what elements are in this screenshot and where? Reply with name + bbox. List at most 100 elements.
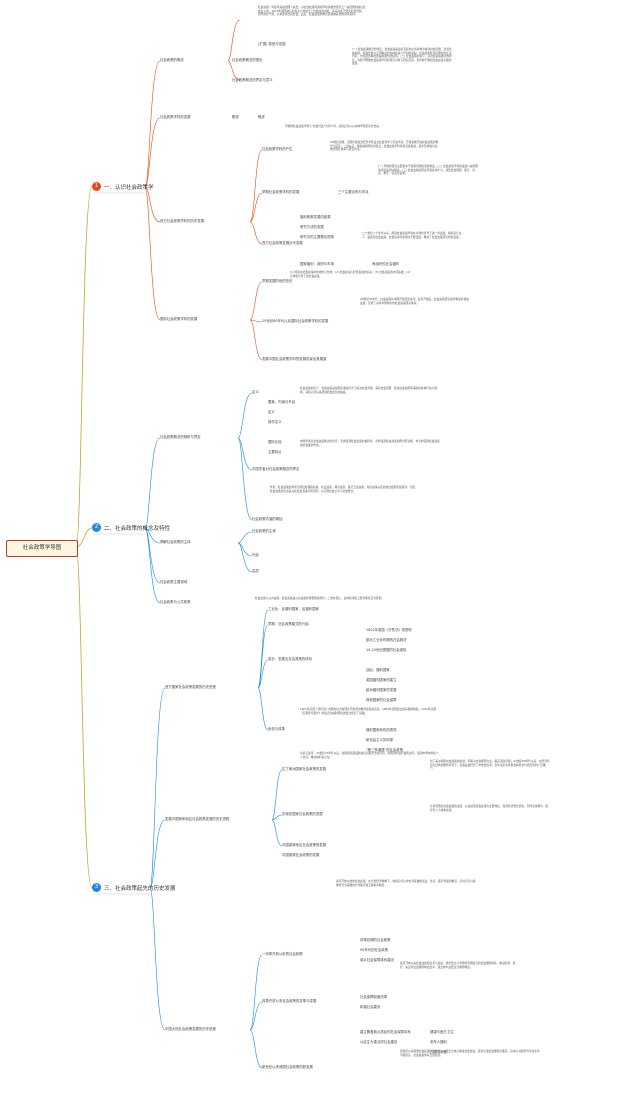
text-s23: 新自由主义的改革 bbox=[366, 738, 394, 742]
root-node[interactable]: 社会政策学导图 bbox=[6, 540, 78, 557]
text-p10: 外延：社会政策的外延包括社会保障政策、就业政策、教育政策、医疗卫生政策、住房政策… bbox=[270, 485, 418, 493]
text-p6: (1) 国家在社会政策中的地位与作用；(2) 社会政策与经济发展的关系；(3) … bbox=[290, 270, 410, 278]
leaf-1-4-3[interactable]: 发展中国社会政策学科的发展前景及其展望 bbox=[262, 357, 327, 361]
text-s32: 以民生为重点的社会建设 bbox=[360, 1040, 398, 1044]
text-s29: 社会保障制度改革 bbox=[360, 995, 388, 999]
text-s33: 健康与医疗卫生 bbox=[430, 1030, 454, 1034]
text-s31: 建立覆盖城乡居民的社会保障体系 bbox=[360, 1030, 411, 1034]
section-2[interactable]: 2 二、社会政策的概念及特性 bbox=[92, 523, 170, 532]
section-3[interactable]: 3 三、社会政策起先的历史发展 bbox=[92, 883, 176, 892]
text-s18: 战后：福利国家 bbox=[366, 668, 390, 672]
text-p12: 1601年英国《济贫法》的颁布标志着国家开始承担救济贫民的责任；1883年德国建… bbox=[300, 707, 437, 715]
text-p15: 东南亚国家社会政策的发展：以发展型社会政策为主要特征，强调经济增长优先，同时注重… bbox=[430, 804, 549, 812]
leaf-3-3-1[interactable]: 一改革开放以前的社会政策 bbox=[262, 952, 303, 956]
text-p3: 20世纪初期，英国伦敦政治经济学院设立社会科学与行政学系，开始系统开展社会政策的… bbox=[330, 140, 439, 152]
text-s9: 有组织的社会福利 bbox=[372, 262, 400, 266]
branch-1-2[interactable]: 社会政策学科的发展 bbox=[160, 115, 191, 119]
leaf-3-2-2[interactable]: 东南亚国家社会政策的发展 bbox=[282, 812, 323, 816]
text-s16: 欧洲工业化时期的社会救济 bbox=[366, 638, 407, 642]
leaf-1-4-1[interactable]: 早期发展阶段的历史 bbox=[262, 279, 293, 283]
text-s22: 福利国家危机的表现 bbox=[366, 728, 397, 732]
text-s21: 其他国家的社会保障 bbox=[366, 698, 397, 702]
section-2-number-badge: 2 bbox=[92, 523, 101, 532]
text-p7: 20世纪30年代，社会政策在中国开始受到关注；改革开放后，社会政策研究逐步恢复并… bbox=[360, 297, 469, 305]
branch-2-3[interactable]: 社会政策主要领域 bbox=[160, 580, 188, 584]
section-2-title: 二、社会政策的概念及特性 bbox=[104, 525, 171, 532]
leaf-1-2-1[interactable]: 概述 bbox=[232, 115, 239, 119]
text-p2: (一) 社会政策概念的界定：社会政策是政府及其他公共机构为解决社会问题、改善社会… bbox=[352, 47, 452, 66]
leaf-3-2-1[interactable]: 拉丁美洲国家社会政策的发展 bbox=[282, 767, 327, 771]
branch-2-2[interactable]: 揭解社会政策的主体 bbox=[160, 540, 191, 544]
text-s3: 早期的社会政策学科与"社会行政"为同义词，其特点可以从两种学科研究方式来。 bbox=[285, 124, 382, 128]
text-p13: 危机与改革：20世纪70年代以后，福利国家面临财政危机和合法性危机，各国纷纷进行… bbox=[300, 751, 439, 759]
text-s26: 改革初期的社会政策 bbox=[360, 938, 391, 942]
section-3-title: 三、社会政策起先的历史发展 bbox=[104, 885, 176, 892]
section-3-number-badge: 3 bbox=[92, 883, 101, 892]
link-root-s1 bbox=[75, 186, 93, 548]
leaf-2-2-3[interactable]: 实质 bbox=[252, 569, 259, 573]
text-p9: 中国学者对社会政策概念的界定：有的强调社会政策的福利性，有的强调社会政策的再分配… bbox=[300, 439, 440, 447]
text-s34: 老年人福利 bbox=[430, 1040, 447, 1044]
text-p16: 改革开放以前的社会政策：在计划经济体制下，城镇实行以单位为基础的就业、住房、医疗… bbox=[336, 879, 476, 887]
leaf-2-1-1[interactable]: 定义 bbox=[252, 390, 259, 394]
leaf-3-1-2[interactable]: 早期：社会政策模式的兴起 bbox=[268, 622, 309, 626]
branch-2-1[interactable]: 社会政策概念的辨析与界定 bbox=[160, 435, 201, 439]
leaf-2-1-3[interactable]: 社会政策内涵的概括 bbox=[252, 517, 283, 521]
branch-1-1[interactable]: 社会政策的概念 bbox=[160, 58, 184, 62]
leaf-3-3-3[interactable]: 新世纪以来我国社会政策的新发展 bbox=[262, 1065, 313, 1069]
section-1[interactable]: 1 一、认识社会政策学 bbox=[92, 182, 154, 191]
text-s27: 90年代的社会政策 bbox=[360, 948, 389, 952]
text-p1: 社会政策一词最早是由德国人提出。对社会政策问题较早和系统的研究之一是德国的讲坛社… bbox=[258, 5, 366, 17]
leaf-3-1-1[interactable]: 工业化：反福利国家、反福利国家 bbox=[268, 607, 319, 611]
leaf-1-4-2[interactable]: 20世纪80年代以后国际社会政策学科的发展 bbox=[262, 319, 329, 323]
branch-3-3[interactable]: 中国大陆社会政策发展的历史进程 bbox=[165, 1027, 216, 1031]
text-s15: 1601年英国《济贫法》的颁布 bbox=[366, 628, 412, 632]
text-s12: 操作定义 bbox=[268, 420, 282, 424]
text-s6: 研究方法的发展 bbox=[300, 225, 324, 229]
text-p5: 二十世纪八十年代以后，国际社会政策学科在全球化背景下进一步发展，福利多元主义、发… bbox=[362, 231, 462, 239]
text-s5: 福利政策发展的起源 bbox=[300, 215, 331, 219]
leaf-1-1-2[interactable]: 社会政策概念的界定与意义 bbox=[232, 78, 273, 82]
text-s11: 定义 bbox=[268, 410, 275, 414]
leaf-1-3-3[interactable]: 西方社会政策发展近代发展 bbox=[262, 241, 303, 245]
text-p14: 拉丁美洲国家社会政策的发展：早期以社会保险为主，覆盖范围有限；20世纪80年代以… bbox=[430, 759, 550, 771]
leaf-3-2-3[interactable]: 中国香港地区社会政策的发展 bbox=[282, 843, 327, 847]
text-s17: 19-20世纪德国的社会保险 bbox=[366, 648, 407, 652]
text-s30: 和谐社会建设 bbox=[360, 1005, 381, 1009]
link-root-s3 bbox=[75, 546, 93, 889]
text-s4: 三个主要派别与学派 bbox=[338, 190, 369, 194]
leaf-3-3-2[interactable]: 改革开放以来社会政策的变革与发展 bbox=[262, 999, 317, 1003]
branch-1-3[interactable]: 西方社会政策学科的历史发展 bbox=[160, 219, 205, 223]
section-1-title: 一、认识社会政策学 bbox=[104, 184, 154, 191]
leaf-1-1-1[interactable]: 社会政策概念的提出 bbox=[232, 58, 263, 62]
text-s8: 国家福利：政府与市场 bbox=[300, 262, 334, 266]
branch-3-1[interactable]: 西方国家社会政策发展的历史进程 bbox=[165, 685, 216, 689]
branch-3-2[interactable]: 发展中国家和地区社会政策发展的历史进程 bbox=[165, 817, 230, 821]
text-p4: (一) 早期的研究主要集中于贫困问题和济贫制度。(二) 社会政策学科的发展与福利… bbox=[378, 164, 478, 176]
leaf-1-3-2[interactable]: 早期社会政策学科的发展 bbox=[262, 190, 300, 194]
text-s13: 国际比较 bbox=[268, 440, 282, 444]
text-s19: 英国福利国家的建立 bbox=[366, 678, 397, 682]
text-s2: 概述 bbox=[258, 115, 265, 119]
leaf-2-2-2[interactable]: 外延 bbox=[252, 553, 259, 557]
text-s14: 主要特点 bbox=[268, 450, 282, 454]
text-s10: 要素：内涵与外延 bbox=[268, 400, 296, 404]
text-s24: "第三条道路"的社会政策 bbox=[366, 748, 404, 752]
text-s20: 欧洲福利国家的发展 bbox=[366, 688, 397, 692]
text-p11: 社会政策与公共政策：社会政策是公共政策的重要组成部分，二者在目标、主体和手段上既… bbox=[255, 596, 384, 600]
leaf-3-1-4[interactable]: 危机与改革 bbox=[268, 727, 285, 731]
text-p17: 改革开放以来社会政策的变革与发展：逐步建立与市场经济相适应的社会保障体系，推进养… bbox=[400, 961, 516, 969]
text-s25: 中国香港社会政策的发展 bbox=[282, 853, 320, 857]
branch-2-4[interactable]: 社会政策与公共政策 bbox=[160, 600, 191, 604]
leaf-3-1-3[interactable]: 成长：发展出社会政策的体系 bbox=[268, 657, 313, 661]
link-root-s2 bbox=[75, 527, 93, 548]
text-s28: 城乡社会保障体系建设 bbox=[360, 958, 394, 962]
text-s7: 研究中的主要理论视角 bbox=[300, 235, 334, 239]
leaf-1-3-1[interactable]: 社会政策学科的产生 bbox=[262, 147, 293, 151]
leaf-2-1-2[interactable]: 中国学者对社会政策概念的界定 bbox=[252, 467, 300, 471]
leaf-2-2-1[interactable]: 社会政策的主体 bbox=[252, 529, 276, 533]
text-p8: 社会政策的定义：社会政策是指国家或政府为了解决社会问题、满足社会需要、促进社会福… bbox=[300, 386, 438, 394]
text-s1: (扩展) 类型与范围 bbox=[258, 42, 286, 46]
branch-1-4[interactable]: 国际社会政策学科的发展 bbox=[160, 317, 198, 321]
